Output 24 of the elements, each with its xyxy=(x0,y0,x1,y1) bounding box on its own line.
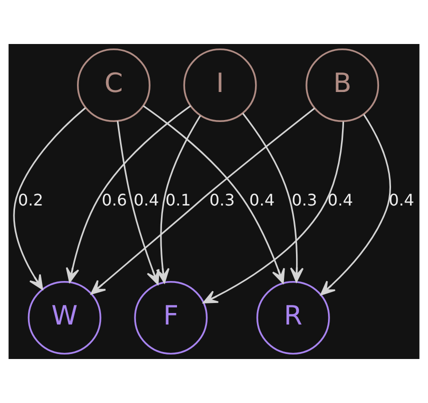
node-circle: B xyxy=(306,48,380,122)
arrow xyxy=(90,108,316,295)
arrow xyxy=(116,120,160,285)
edge-label: 0.2 xyxy=(18,190,44,210)
arrow xyxy=(13,107,86,290)
edge-label: 0.6 xyxy=(102,190,128,210)
node-circle: F xyxy=(134,281,208,355)
edge-label: 0.3 xyxy=(292,190,318,210)
edge-label: 0.3 xyxy=(209,190,235,210)
arrow xyxy=(242,112,304,282)
edge-label: 0.1 xyxy=(166,190,191,210)
arrow xyxy=(156,115,201,284)
arrow xyxy=(66,105,192,283)
node-circle: W xyxy=(28,281,102,355)
arrow xyxy=(142,105,285,284)
edge-label: 0.4 xyxy=(388,190,414,210)
node-circle: I xyxy=(183,48,257,122)
edge-label: 0.4 xyxy=(328,190,354,210)
edge-label: 0.4 xyxy=(249,190,275,210)
node-circle: C xyxy=(76,48,150,122)
arrow xyxy=(202,122,344,304)
node-circle: R xyxy=(256,281,330,355)
arrow xyxy=(320,114,391,296)
edge-label: 0.4 xyxy=(134,190,159,210)
